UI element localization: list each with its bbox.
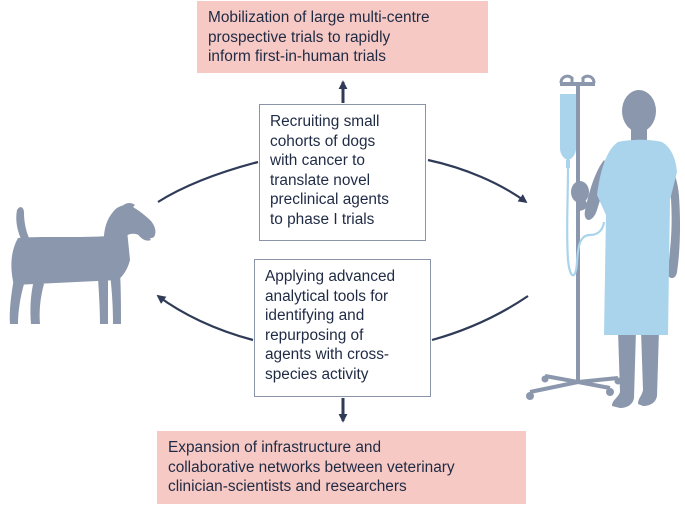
- box-line: identifying and: [265, 307, 365, 324]
- box-line: analytical tools for: [265, 287, 389, 305]
- large-prospective-trials-box: Mobilization of large multi-centre prosp…: [197, 1, 488, 73]
- infrastructure-expansion-box: Expansion of infrastructure and collabor…: [157, 431, 526, 504]
- box-line: agents with cross-: [265, 346, 390, 363]
- box-line: clinician-scientists and researchers: [168, 478, 407, 495]
- recruiting-dogs-box: Recruiting small cohorts of dogs with ca…: [259, 104, 426, 241]
- box-line: preclinical agents: [270, 191, 389, 208]
- box-line: Expansion of infrastructure and: [168, 439, 382, 456]
- box-line: repurposing of: [265, 326, 364, 344]
- analytical-tools-box: Applying advanced analytical tools for i…: [254, 259, 431, 397]
- box-line: cohorts of dogs: [270, 132, 376, 150]
- box-line: Applying advanced: [265, 268, 396, 285]
- arc-upper-box-to-patient: [427, 158, 528, 204]
- patient-silhouette-icon: [571, 90, 681, 408]
- dog-silhouette-icon: [9, 202, 156, 324]
- box-line: to phase I trials: [270, 210, 375, 228]
- box-line: inform first-in-human trials: [208, 48, 386, 65]
- box-line: prospective trials to rapidly: [208, 28, 391, 46]
- box-line: with cancer to: [270, 152, 365, 169]
- arc-lower-box-to-dog: [156, 294, 254, 342]
- box-line: species activity: [265, 365, 369, 383]
- iv-drip-stand-icon: [526, 74, 622, 400]
- box-line: Recruiting small: [270, 113, 380, 130]
- box-line: translate novel: [270, 171, 371, 189]
- arc-dog-to-upper-box: [157, 160, 259, 203]
- box-line: Mobilization of large multi-centre: [208, 9, 430, 26]
- arc-patient-to-lower-box: [431, 295, 529, 342]
- box-line: collaborative networks between veterinar…: [168, 458, 455, 476]
